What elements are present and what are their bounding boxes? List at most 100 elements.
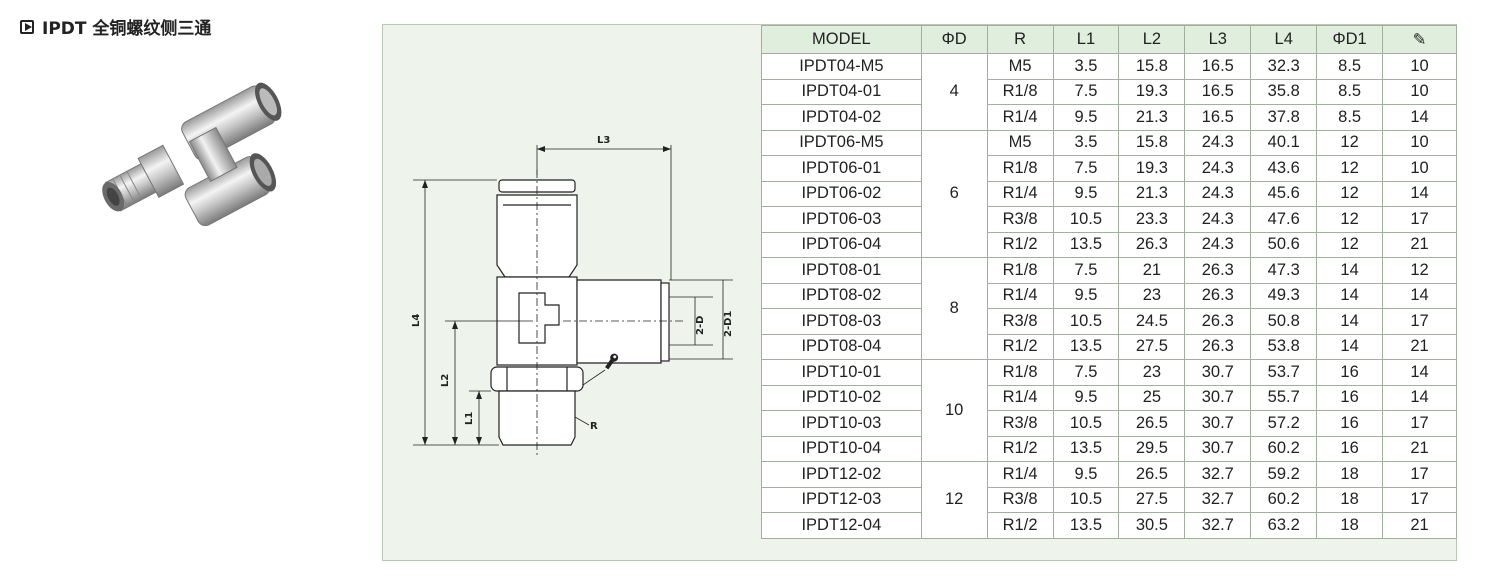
value-cell: R3/8 xyxy=(986,308,1054,335)
value-cell: 10 xyxy=(1382,129,1457,156)
column-header: ΦD xyxy=(920,25,988,54)
play-icon xyxy=(20,19,34,34)
value-cell: 26.5 xyxy=(1118,461,1186,488)
column-header: L3 xyxy=(1184,25,1252,54)
value-cell: 13.5 xyxy=(1052,435,1120,462)
value-cell: 16.5 xyxy=(1184,53,1252,80)
column-header: MODEL xyxy=(761,25,922,54)
model-cell: IPDT12-03 xyxy=(761,486,922,513)
value-cell: 47.3 xyxy=(1250,257,1318,284)
dim-d1-label: 2-D1 xyxy=(723,311,734,337)
value-cell: 10.5 xyxy=(1052,410,1120,437)
value-cell: 24.3 xyxy=(1184,231,1252,258)
value-cell: R1/2 xyxy=(986,512,1054,539)
value-cell: 17 xyxy=(1382,486,1457,513)
value-cell: 10.5 xyxy=(1052,206,1120,233)
value-cell: 7.5 xyxy=(1052,359,1120,386)
value-cell: 24.3 xyxy=(1184,155,1252,182)
value-cell: 50.8 xyxy=(1250,308,1318,335)
value-cell: 7.5 xyxy=(1052,155,1120,182)
product-title-text: IPDT 全铜螺纹侧三通 xyxy=(42,19,212,39)
value-cell: 18 xyxy=(1316,512,1384,539)
value-cell: R1/4 xyxy=(986,104,1054,131)
value-cell: R3/8 xyxy=(986,206,1054,233)
model-cell: IPDT10-02 xyxy=(761,384,922,411)
value-cell: R1/4 xyxy=(986,180,1054,207)
value-cell: 53.8 xyxy=(1250,333,1318,360)
value-cell: R3/8 xyxy=(986,486,1054,513)
value-cell: 14 xyxy=(1316,257,1384,284)
model-cell: IPDT06-03 xyxy=(761,206,922,233)
diameter-cell: 6 xyxy=(920,129,988,258)
diameter-cell: 8 xyxy=(920,257,988,360)
value-cell: 30.5 xyxy=(1118,512,1186,539)
value-cell: 59.2 xyxy=(1250,461,1318,488)
model-cell: IPDT04-02 xyxy=(761,104,922,131)
value-cell: 21.3 xyxy=(1118,180,1186,207)
value-cell: 30.7 xyxy=(1184,435,1252,462)
value-cell: 50.6 xyxy=(1250,231,1318,258)
value-cell: 27.5 xyxy=(1118,333,1186,360)
value-cell: 14 xyxy=(1316,333,1384,360)
value-cell: 18 xyxy=(1316,461,1384,488)
value-cell: 17 xyxy=(1382,206,1457,233)
value-cell: 10 xyxy=(1382,78,1457,105)
value-cell: 30.7 xyxy=(1184,384,1252,411)
value-cell: 9.5 xyxy=(1052,180,1120,207)
value-cell: 14 xyxy=(1382,359,1457,386)
value-cell: 16 xyxy=(1316,410,1384,437)
value-cell: 21 xyxy=(1118,257,1186,284)
value-cell: 10 xyxy=(1382,53,1457,80)
value-cell: 23.3 xyxy=(1118,206,1186,233)
value-cell: 14 xyxy=(1382,282,1457,309)
column-header: R xyxy=(986,25,1054,54)
model-cell: IPDT08-04 xyxy=(761,333,922,360)
value-cell: R1/2 xyxy=(986,435,1054,462)
value-cell: 32.7 xyxy=(1184,486,1252,513)
value-cell: 23 xyxy=(1118,359,1186,386)
value-cell: 26.3 xyxy=(1184,282,1252,309)
value-cell: 16 xyxy=(1316,435,1384,462)
value-cell: 8.5 xyxy=(1316,78,1384,105)
dim-d-label: 2-D xyxy=(695,316,706,335)
value-cell: 24.3 xyxy=(1184,180,1252,207)
value-cell: 21 xyxy=(1382,512,1457,539)
value-cell: 30.7 xyxy=(1184,410,1252,437)
value-cell: 14 xyxy=(1316,308,1384,335)
diameter-cell: 4 xyxy=(920,53,988,131)
value-cell: 47.6 xyxy=(1250,206,1318,233)
value-cell: R1/8 xyxy=(986,78,1054,105)
model-cell: IPDT04-M5 xyxy=(761,53,922,80)
value-cell: 13.5 xyxy=(1052,231,1120,258)
value-cell: 15.8 xyxy=(1118,129,1186,156)
value-cell: M5 xyxy=(986,53,1054,80)
value-cell: 26.3 xyxy=(1184,257,1252,284)
dim-r-label: R xyxy=(590,421,598,432)
value-cell: 13.5 xyxy=(1052,333,1120,360)
value-cell: 10.5 xyxy=(1052,486,1120,513)
value-cell: 55.7 xyxy=(1250,384,1318,411)
value-cell: 40.1 xyxy=(1250,129,1318,156)
value-cell: 57.2 xyxy=(1250,410,1318,437)
value-cell: 17 xyxy=(1382,410,1457,437)
value-cell: 26.5 xyxy=(1118,410,1186,437)
value-cell: 16.5 xyxy=(1184,104,1252,131)
value-cell: 21 xyxy=(1382,435,1457,462)
value-cell: 7.5 xyxy=(1052,257,1120,284)
value-cell: 12 xyxy=(1316,129,1384,156)
model-cell: IPDT08-02 xyxy=(761,282,922,309)
value-cell: 45.6 xyxy=(1250,180,1318,207)
value-cell: 16 xyxy=(1316,359,1384,386)
model-cell: IPDT06-04 xyxy=(761,231,922,258)
